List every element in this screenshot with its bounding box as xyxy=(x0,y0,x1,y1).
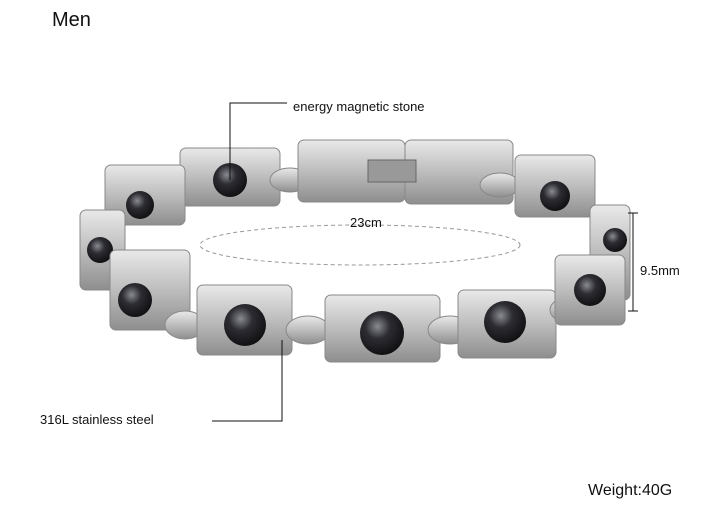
page-title: Men xyxy=(52,9,91,31)
weight-label: Weight:40G xyxy=(588,482,673,499)
stone-label: energy magnetic stone xyxy=(293,99,425,114)
bracelet-front-links xyxy=(109,249,626,363)
width-label: 9.5mm xyxy=(640,263,680,278)
annotation-lines xyxy=(199,102,638,422)
length-label: 23cm xyxy=(350,215,382,230)
material-label: 316L stainless steel xyxy=(40,412,154,427)
